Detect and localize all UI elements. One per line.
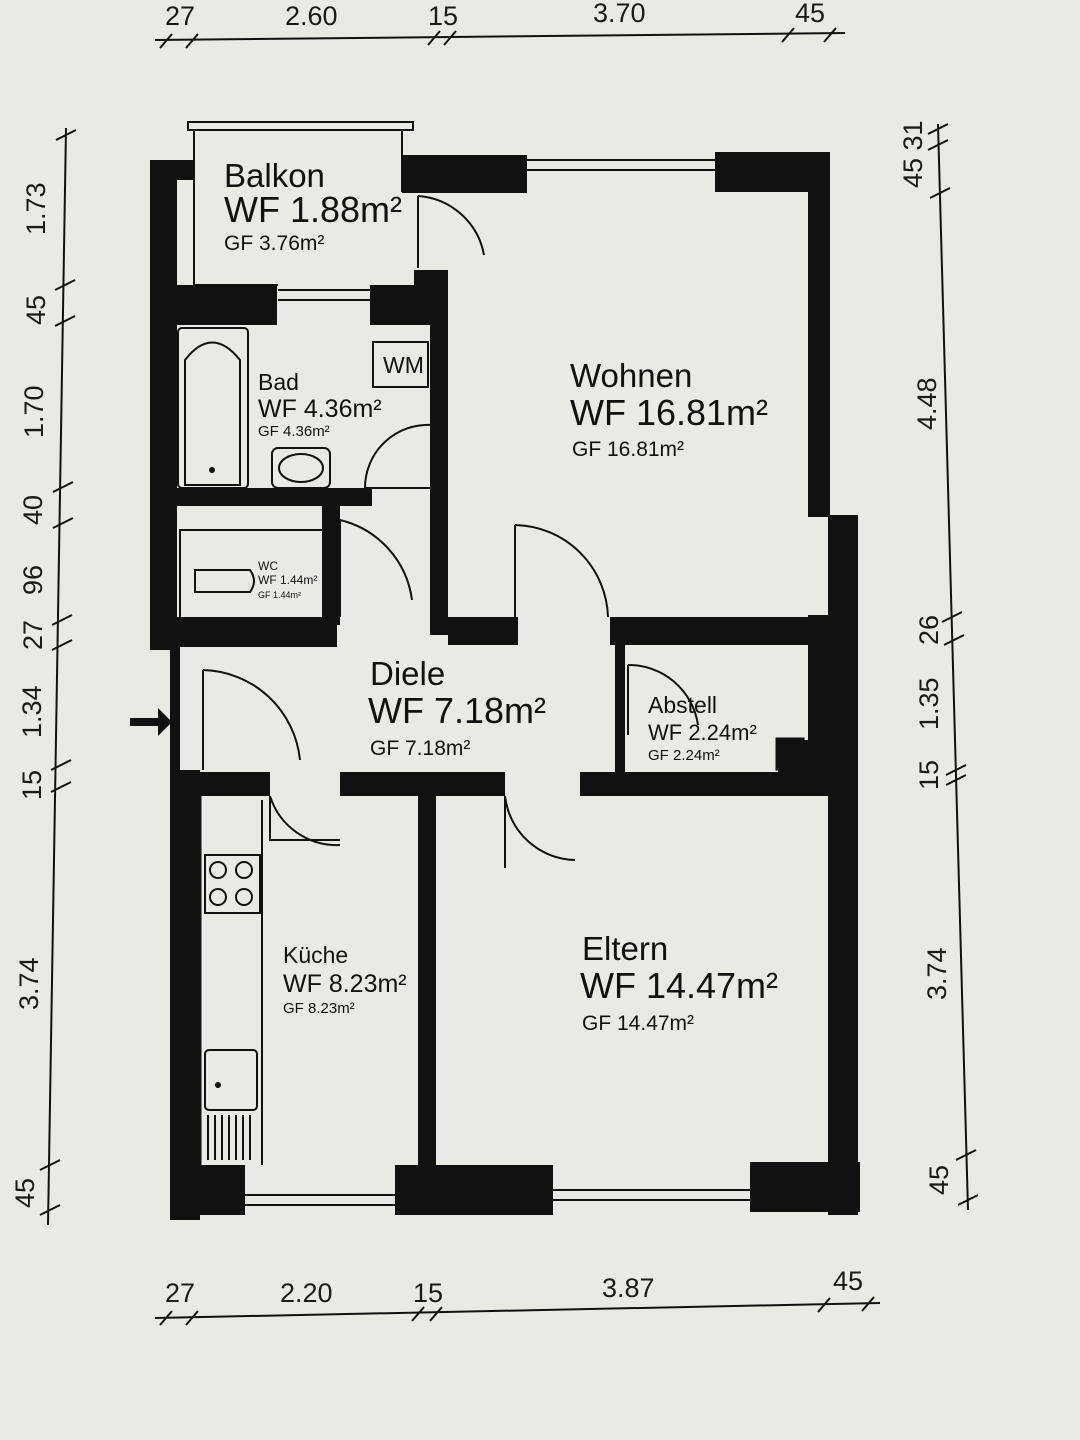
- bad-gf: GF 4.36m²: [258, 423, 330, 440]
- wc-name: WC: [258, 559, 278, 573]
- balkon-wf: WF 1.88m²: [224, 189, 402, 230]
- dim-right-6: 45: [924, 1165, 954, 1195]
- dim-top-2: 15: [428, 1, 458, 31]
- dim-bottom-3: 3.87: [602, 1273, 655, 1303]
- eltern-gf: GF 14.47m²: [582, 1012, 694, 1035]
- dim-left-0: 1.73: [21, 182, 51, 235]
- wohnen-name: Wohnen: [570, 357, 692, 394]
- doors: [130, 195, 699, 868]
- eltern-wf: WF 14.47m²: [580, 965, 778, 1006]
- eltern-name: Eltern: [582, 930, 668, 967]
- bad-name: Bad: [258, 369, 299, 395]
- dim-left-6: 1.34: [17, 685, 47, 738]
- kueche-name: Küche: [283, 942, 348, 968]
- dim-left-7: 15: [17, 770, 47, 800]
- dim-bottom-0: 27: [165, 1278, 195, 1308]
- dim-top-3: 3.70: [593, 0, 646, 28]
- dim-top-1: 2.60: [285, 1, 338, 31]
- diele-name: Diele: [370, 655, 445, 692]
- dim-right-4: 15: [914, 760, 944, 790]
- kueche-wf: WF 8.23m²: [283, 970, 407, 998]
- wc-gf: GF 1.44m²: [258, 590, 301, 600]
- dim-bottom-4: 45: [833, 1266, 863, 1296]
- dim-left-3: 40: [18, 495, 48, 525]
- dimension-lines: 27 2.60 15 3.70 45 27 2.20 15 3.87 45 1.…: [10, 0, 979, 1326]
- dim-left-8: 3.74: [14, 957, 44, 1010]
- dim-right-5: 3.74: [922, 947, 952, 1000]
- diele-gf: GF 7.18m²: [370, 737, 470, 760]
- dim-left-5: 27: [18, 620, 48, 650]
- dim-right-1: 4.48: [912, 377, 942, 430]
- dim-right-2: 26: [914, 615, 944, 645]
- dim-left-2: 1.70: [19, 385, 49, 438]
- dim-bottom-1: 2.20: [280, 1278, 333, 1308]
- kueche-gf: GF 8.23m²: [283, 1000, 355, 1017]
- bathtub-icon: [184, 341, 241, 486]
- stove-icon: [204, 854, 261, 914]
- balkon-name: Balkon: [224, 157, 325, 194]
- dim-left-9: 45: [10, 1178, 40, 1208]
- wc-wf: WF 1.44m²: [258, 573, 317, 587]
- fixtures: [177, 327, 429, 1160]
- balkon-gf: GF 3.76m²: [224, 232, 324, 255]
- room-labels: Balkon WF 1.88m² GF 3.76m² Bad WF 4.36m²…: [224, 157, 778, 1035]
- washing-machine-icon: [372, 341, 429, 388]
- dim-bottom-2: 15: [413, 1278, 443, 1308]
- sink-icon: [271, 447, 331, 489]
- abstell-name: Abstell: [648, 692, 717, 718]
- dim-left-1: 45: [21, 295, 51, 325]
- dim-top-4: 45: [795, 0, 825, 28]
- entrance-arrow-icon: [130, 708, 172, 736]
- walls: [150, 121, 860, 1220]
- dim-right-0: 45 31: [898, 120, 928, 188]
- wohnen-wf: WF 16.81m²: [570, 392, 768, 433]
- abstell-wf: WF 2.24m²: [648, 720, 757, 745]
- dim-right-3: 1.35: [914, 677, 944, 730]
- abstell-gf: GF 2.24m²: [648, 747, 720, 764]
- wohnen-gf: GF 16.81m²: [572, 438, 684, 461]
- dim-top-0: 27: [165, 1, 195, 31]
- diele-wf: WF 7.18m²: [368, 690, 546, 731]
- kitchen-sink-icon: [204, 1049, 258, 1111]
- toilet-icon: [194, 569, 255, 593]
- dim-left-4: 96: [18, 565, 48, 595]
- bad-wf: WF 4.36m²: [258, 395, 382, 423]
- bad-fixture-label: WM: [383, 352, 424, 378]
